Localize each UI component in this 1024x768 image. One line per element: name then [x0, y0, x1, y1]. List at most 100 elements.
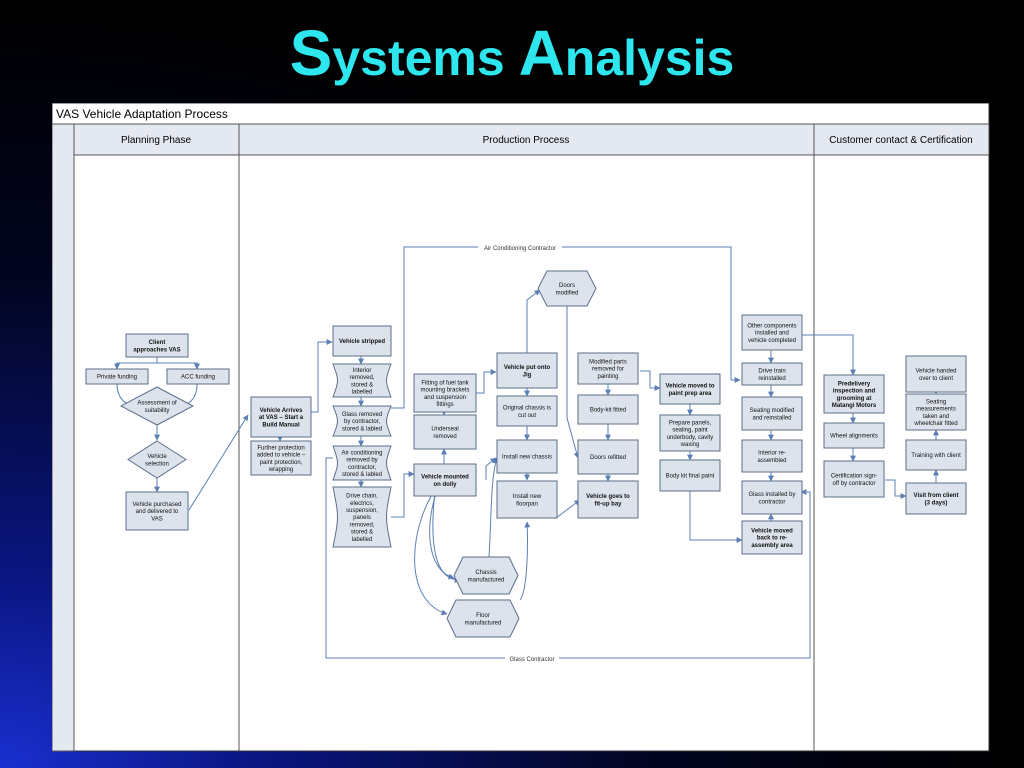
node-text: approaches VAS [133, 347, 180, 353]
node-text: Further protection [257, 445, 304, 451]
node-text: measurements [916, 407, 956, 413]
node-doors-refitted: Doors refitted [577, 439, 639, 475]
diagram-title: VAS Vehicle Adaptation Process [56, 107, 228, 121]
node-text: Original chassis is [503, 406, 551, 412]
node-text: Client [149, 340, 166, 346]
node-text: sealing, paint [672, 428, 708, 434]
node-text: Seating modified [750, 408, 795, 414]
node-text: Build Manual [262, 422, 300, 428]
node-text: vehicle completed [748, 338, 796, 344]
node-text: removed by [346, 458, 377, 464]
node-text: stored & labled [342, 472, 382, 478]
node-bodykit-paint: Body kit final paint [659, 459, 721, 492]
air-label-bg [478, 242, 562, 252]
node-text: assembled [757, 458, 786, 464]
node-text: paint prep area [668, 391, 712, 397]
node-text: by contractor, [344, 419, 380, 425]
node-text: selection [145, 461, 169, 467]
node-text: Doors [559, 283, 575, 289]
node-text: Body kit final paint [666, 474, 715, 480]
node-text: VAS [151, 516, 163, 522]
node-text: Install new [513, 494, 542, 500]
node-text: at VAS – Start a [259, 415, 304, 421]
node-text: fittings [436, 402, 453, 408]
node-text: installed and [755, 331, 789, 337]
node-text: Vehicle moved to [665, 384, 714, 390]
node-text: Prepare panels, [669, 420, 712, 426]
node-text: panels [353, 515, 371, 521]
node-text: Air conditioning [341, 450, 382, 456]
node-text: Doors refitted [590, 455, 626, 461]
node-text: Glass removed [342, 412, 382, 418]
node-text: removed, [349, 375, 374, 381]
node-text: Vehicle goes to [586, 494, 630, 500]
title-word-2-rest: nalysis [564, 30, 735, 86]
node-drive-chain: Drive chain,electrics,suspension,panelsr… [332, 486, 392, 548]
node-text: grooming at [837, 396, 872, 402]
node-text: Glass installed by [748, 492, 795, 498]
node-text: Drive train [758, 369, 785, 375]
glass-label-bg [505, 653, 559, 663]
node-text: off by contractor [833, 481, 876, 487]
node-certification: Certification sign-off by contractor [823, 460, 885, 498]
node-text: reinstalled [758, 376, 785, 382]
node-text: Body-kit fitted [590, 408, 626, 414]
node-text: manufactured [468, 577, 505, 583]
node-text: mounting brackets [420, 388, 469, 394]
node-text: cut out [518, 413, 536, 419]
node-text: Seating [926, 399, 946, 405]
node-text: Visit from client [914, 493, 959, 499]
node-training: Training with client [905, 439, 967, 471]
node-text: wheelchair fitted [913, 421, 957, 427]
node-text: labelled [352, 390, 373, 396]
node-text: waxing [680, 442, 700, 448]
node-text: and delivered to [136, 509, 179, 515]
node-text: stored & [351, 530, 373, 536]
node-text: painting [597, 374, 618, 380]
lane-label-production: Production Process [483, 135, 570, 146]
node-text: Vehicle stripped [339, 339, 385, 345]
node-install-chassis: Install new chassis [496, 439, 558, 474]
node-text: (3 days) [925, 500, 948, 506]
node-text: Vehicle [147, 454, 167, 460]
node-text: manufactured [465, 620, 502, 626]
node-text: modified [556, 290, 579, 296]
node-text: paint protection, [260, 460, 303, 466]
node-text: inspection and [833, 389, 876, 395]
node-text: stored & labled [342, 426, 382, 432]
node-bodykit-fitted: Body-kit fitted [577, 394, 639, 425]
node-text: Matangi Motors [832, 403, 877, 409]
node-text: stored & [351, 382, 373, 388]
node-text: and reinstalled [752, 415, 791, 421]
node-text: taken and [923, 414, 949, 420]
lane-header-planning [73, 123, 240, 156]
node-prepare-panels: Prepare panels,sealing, paintunderbody, … [659, 414, 721, 452]
node-text: Private funding [97, 375, 137, 381]
node-text: electrics, [350, 501, 374, 507]
node-text: Training with client [911, 453, 961, 459]
node-text: Certification sign- [831, 474, 877, 480]
node-text: labelled [352, 537, 373, 543]
node-text: added to vehicle – [257, 453, 306, 459]
node-text: Chassis [475, 570, 496, 576]
node-text: Interior re- [758, 451, 786, 457]
title-word-1-rest: ystems [332, 30, 505, 86]
node-text: removed for [592, 367, 624, 373]
node-interior-reassembled: Interior re-assembled [741, 439, 803, 473]
process-flowchart: VAS Vehicle Adaptation Process Planning … [52, 103, 990, 752]
node-text: ACC funding [181, 375, 215, 381]
connectors [114, 289, 939, 616]
